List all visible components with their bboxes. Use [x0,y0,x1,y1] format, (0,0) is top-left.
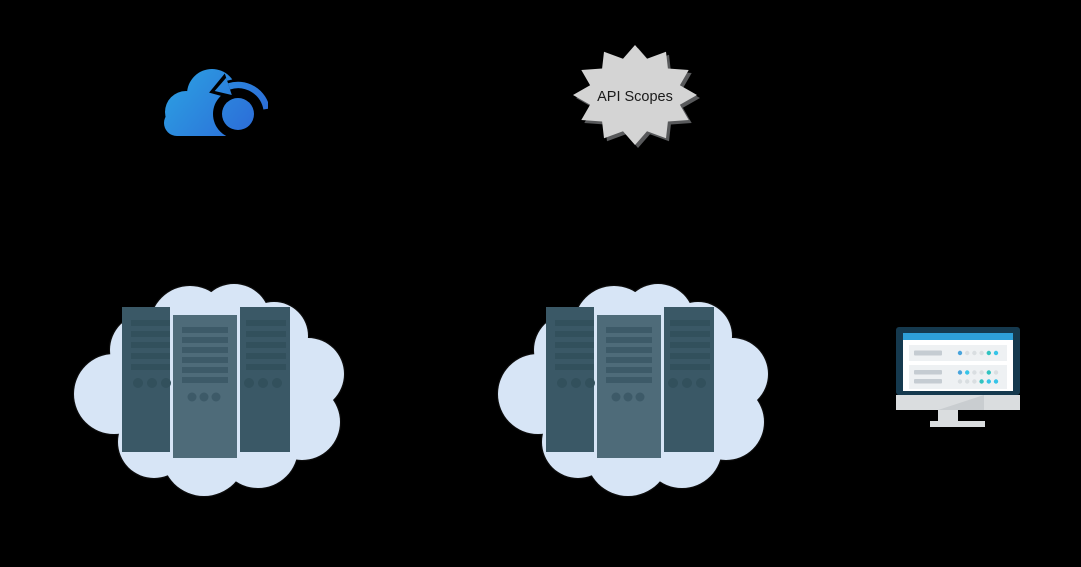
screen-card-row-1 [909,345,1007,361]
cloud-servers-right [486,266,770,498]
screen-titlebar [903,333,1013,340]
starburst-shape [573,45,697,145]
cloud-servers-left [62,266,346,498]
monitor-chin [896,395,1020,410]
server-rack-icon [122,307,290,458]
cloud-servers-icon [72,282,346,498]
cloud-sync-icon [158,56,268,144]
monitor-neck [938,410,958,421]
cloud-servers-icon [496,282,770,498]
monitor-chin-shadow [938,395,984,410]
sync-inner-circle [222,98,254,130]
api-scopes-burst-icon: API Scopes [570,44,700,150]
screen-card-row-2 [909,365,1007,389]
monitor-base [930,421,985,427]
api-scopes-label: API Scopes [597,89,673,105]
sync-arrow-arc [227,81,268,110]
monitor-icon [896,325,1020,427]
cloud-sync-icon [164,69,268,139]
sync-arrowhead [214,77,232,95]
api-scopes-burst-icon: API Scopes [573,45,700,148]
server-rack-icon [546,307,714,458]
monitor-icon [896,327,1020,427]
